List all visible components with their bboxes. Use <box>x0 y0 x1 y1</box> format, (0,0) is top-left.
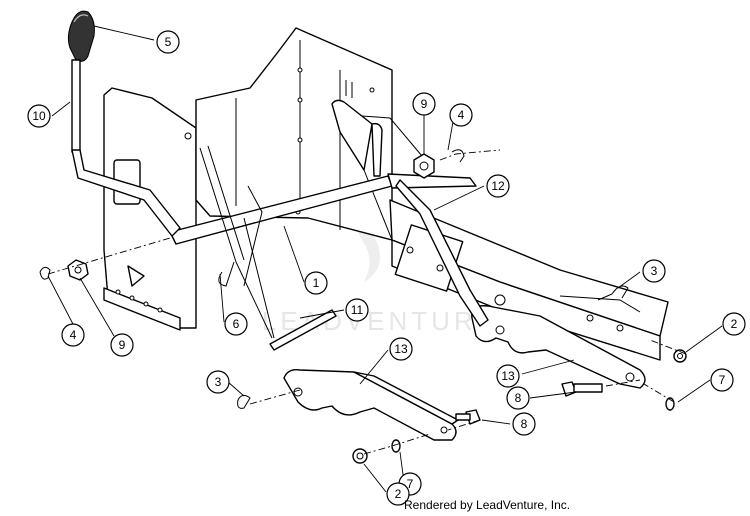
lift-rod <box>169 173 489 327</box>
svg-text:4: 4 <box>70 328 77 342</box>
svg-text:8: 8 <box>521 417 528 431</box>
svg-text:13: 13 <box>394 342 408 356</box>
hairpin-left <box>237 394 251 409</box>
callout-8-lower: 8 <box>512 412 536 436</box>
callout-3: 3 <box>642 259 666 283</box>
clip-upper <box>451 149 465 163</box>
svg-text:5: 5 <box>165 35 172 49</box>
svg-text:11: 11 <box>351 303 364 317</box>
svg-text:4: 4 <box>458 108 465 122</box>
callout-3-left: 3 <box>206 370 230 394</box>
svg-text:3: 3 <box>215 375 222 389</box>
nut-lower <box>352 448 368 464</box>
callout-5: 5 <box>156 30 180 54</box>
frame-plate-left <box>103 87 197 331</box>
callout-11: 11 <box>345 298 369 322</box>
svg-text:10: 10 <box>32 109 46 123</box>
callout-10: 10 <box>27 104 51 128</box>
lift-link-rod <box>243 217 337 351</box>
shoulder-bolt-left <box>455 409 481 425</box>
callout-4: 4 <box>449 103 473 127</box>
callout-2-lower: 2 <box>386 482 410 506</box>
washer-lower <box>391 439 401 453</box>
svg-text:8: 8 <box>515 391 522 405</box>
alignment-lines <box>47 149 687 455</box>
callout-13-upper: 13 <box>389 337 413 361</box>
hex-nut-upper <box>413 153 435 179</box>
svg-text:7: 7 <box>719 373 726 387</box>
hex-nut-left <box>67 259 89 281</box>
render-credit: Rendered by LeadVenture, Inc. <box>404 498 571 512</box>
lift-plate-left <box>283 368 459 441</box>
lift-plate-right <box>471 305 646 389</box>
control-rod <box>199 145 273 339</box>
shoulder-bolt-right <box>561 381 603 397</box>
svg-text:9: 9 <box>119 338 126 352</box>
svg-text:9: 9 <box>421 97 428 111</box>
callout-1: 1 <box>304 271 328 295</box>
callout-4-left: 4 <box>61 323 85 347</box>
svg-text:12: 12 <box>491 179 505 193</box>
lift-handle <box>331 99 423 241</box>
callout-6: 6 <box>224 312 248 336</box>
svg-text:7: 7 <box>407 477 414 491</box>
callout-13-lower: 13 <box>496 364 520 388</box>
callout-leaders <box>47 25 723 493</box>
svg-text:3: 3 <box>651 264 658 278</box>
callout-9-left: 9 <box>110 333 134 357</box>
callout-9: 9 <box>412 92 436 116</box>
shift-lever <box>67 10 181 237</box>
callout-8-right: 8 <box>506 386 530 410</box>
svg-text:6: 6 <box>233 317 240 331</box>
callout-7-right: 7 <box>710 368 734 392</box>
svg-text:2: 2 <box>395 487 402 501</box>
svg-text:1: 1 <box>313 276 320 290</box>
svg-text:2: 2 <box>731 317 738 331</box>
callout-12: 12 <box>486 174 510 198</box>
callout-2-right: 2 <box>722 312 746 336</box>
svg-text:13: 13 <box>501 369 515 383</box>
